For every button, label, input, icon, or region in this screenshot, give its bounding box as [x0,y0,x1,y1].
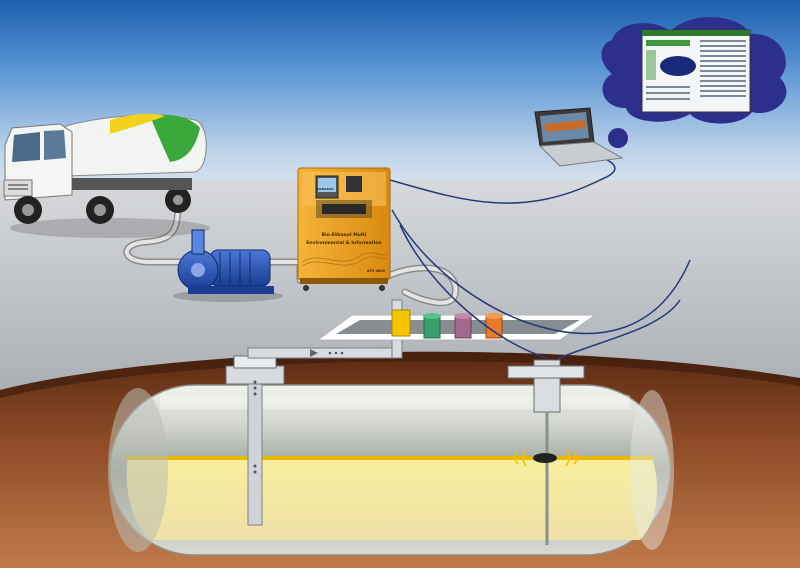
dispenser-badge: AFS 4000 [367,269,386,273]
dispenser-label-line1: Bio-Ethanol Multi [322,232,367,238]
dispenser-wave [301,252,389,267]
hoses [123,196,459,307]
truck-icon [3,113,210,238]
fuel-level [126,458,657,540]
probe-icon [507,359,585,545]
fill-caps [391,309,503,339]
monitor-cloud-icon [601,17,787,148]
dispenser-brand: GILBARCO [316,187,334,191]
fill-pipe [225,355,285,526]
pump-icon [173,229,283,302]
dispenser-icon [297,167,391,291]
dispenser-label-line2: Environmental & Information [306,240,381,246]
underground-tank [108,384,674,556]
laptop-icon [534,107,624,167]
